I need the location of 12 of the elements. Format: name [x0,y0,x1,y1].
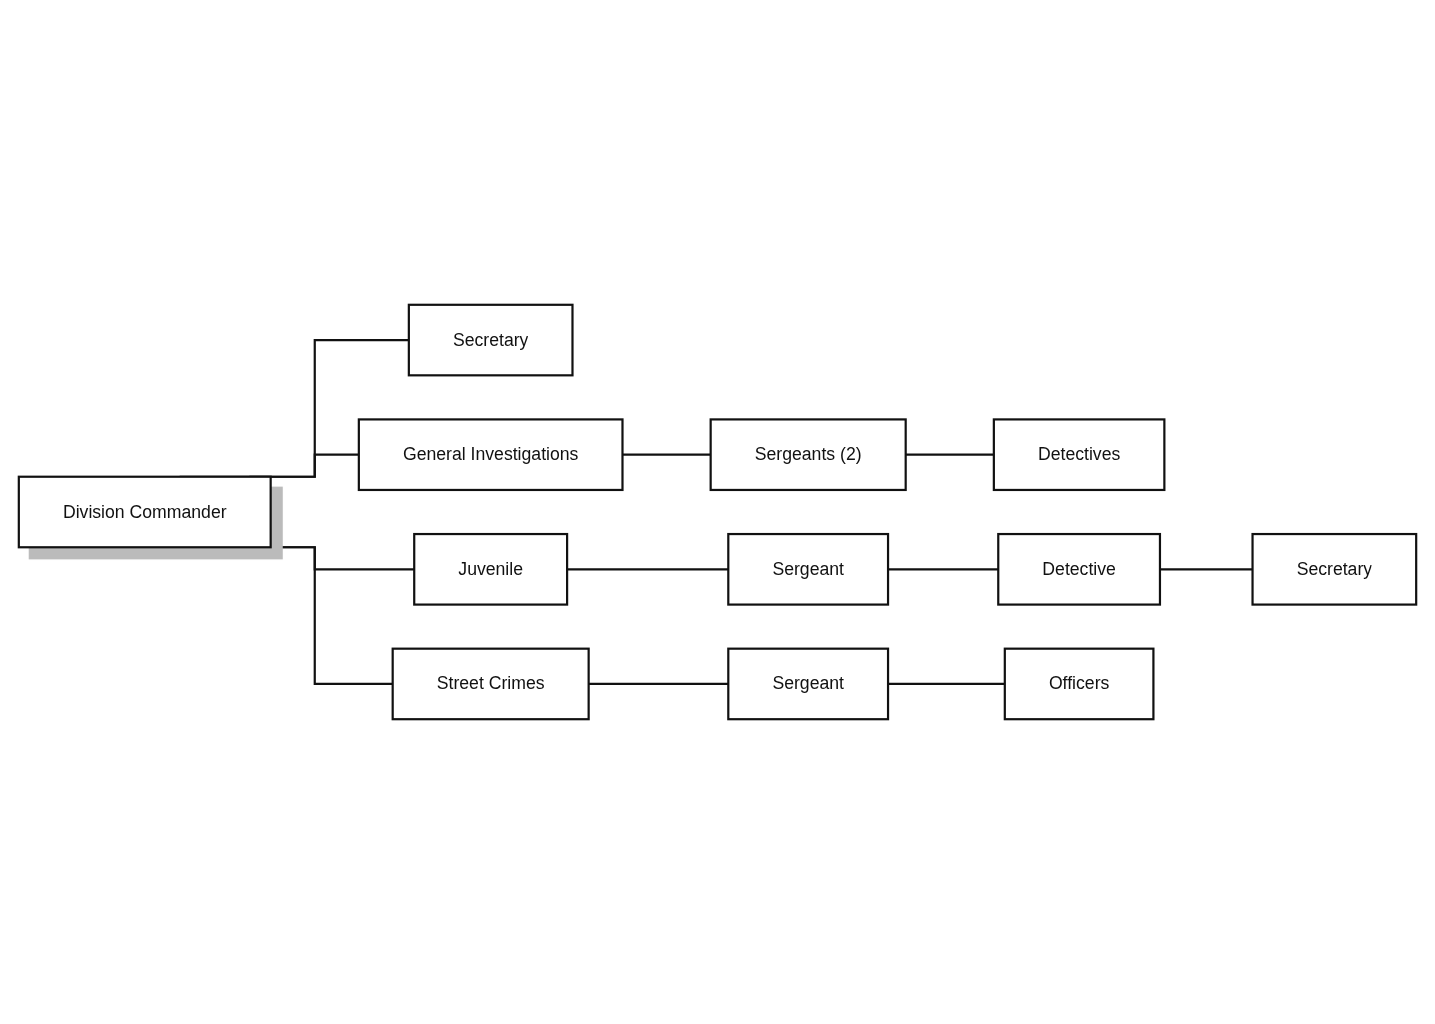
node-box: Officers [1003,647,1155,721]
node-box: Division Commander [17,475,272,549]
node-box: Secretary [407,303,574,377]
node-box: Secretary [1251,532,1418,606]
node-box: General Investigations [357,418,624,492]
node-box: Sergeant [727,647,890,721]
node-box: Street Crimes [391,647,590,721]
node-box: Detective [997,532,1162,606]
node-box: Sergeants (2) [709,418,907,492]
node-box: Detectives [992,418,1166,492]
node-box: Juvenile [413,532,569,606]
node-box: Sergeant [727,532,890,606]
